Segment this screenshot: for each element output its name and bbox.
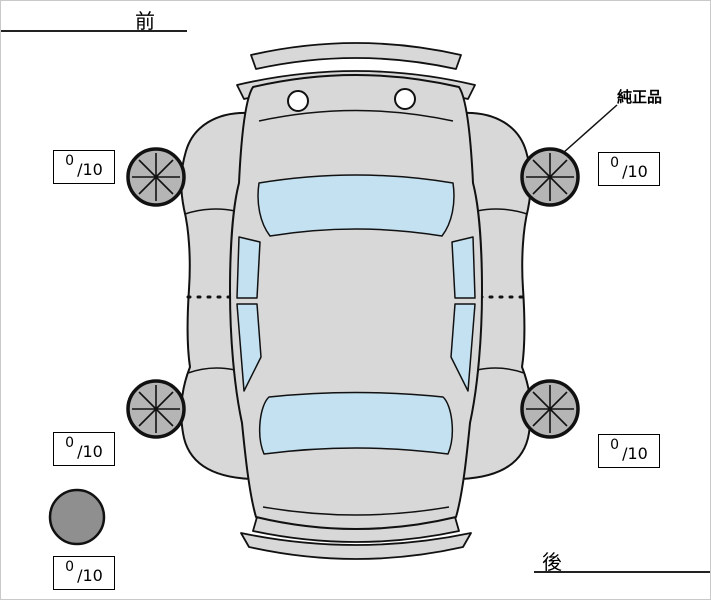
left-front-fender-seam [184, 208, 236, 215]
front-spoiler-band [250, 42, 462, 70]
hood-circle-right [394, 88, 416, 110]
tread-spare-scale: /10 [77, 565, 103, 585]
wheel-rear-right-icon [520, 379, 580, 439]
cowl-line [258, 109, 454, 122]
rear-spoiler-band [240, 532, 472, 560]
rear-label: 後 [542, 550, 563, 574]
tread-rear-right-value: 0 [610, 437, 620, 453]
spare-tire-icon [48, 488, 106, 546]
genuine-part-leader-line [562, 104, 618, 154]
tread-front-left-scale: /10 [77, 159, 103, 179]
right-side-panel [460, 111, 532, 480]
tread-box-spare: 0/10 [53, 556, 115, 590]
windshield [257, 174, 455, 237]
right-rear-fender-seam [476, 367, 525, 374]
tread-front-left-value: 0 [65, 153, 75, 169]
trunk-line [262, 506, 450, 516]
wheel-rear-left-icon [126, 379, 186, 439]
hood-circle-left [287, 90, 309, 112]
side-window-rear-left [236, 303, 262, 392]
tread-front-right-value: 0 [610, 155, 620, 171]
right-front-fender-seam [476, 208, 528, 215]
tread-rear-left-value: 0 [65, 435, 75, 451]
genuine-part-label: 純正品 [617, 88, 663, 106]
front-label: 前 [135, 9, 156, 33]
tread-box-rear-left: 0/10 [53, 432, 115, 466]
tread-box-front-right: 0/10 [598, 152, 660, 186]
tread-box-rear-right: 0/10 [598, 434, 660, 468]
tread-front-right-scale: /10 [622, 161, 648, 181]
left-side-panel [180, 111, 252, 480]
side-window-front-left [236, 236, 261, 299]
rear-window [258, 391, 454, 455]
side-window-rear-right [450, 303, 476, 392]
tread-rear-right-scale: /10 [622, 443, 648, 463]
tread-box-front-left: 0/10 [53, 150, 115, 184]
side-window-front-right [451, 236, 476, 299]
wheel-front-right-icon [520, 147, 580, 207]
wheel-front-left-icon [126, 147, 186, 207]
tread-rear-left-scale: /10 [77, 441, 103, 461]
car-body [229, 74, 483, 530]
left-rear-fender-seam [187, 367, 236, 374]
tread-spare-value: 0 [65, 559, 75, 575]
